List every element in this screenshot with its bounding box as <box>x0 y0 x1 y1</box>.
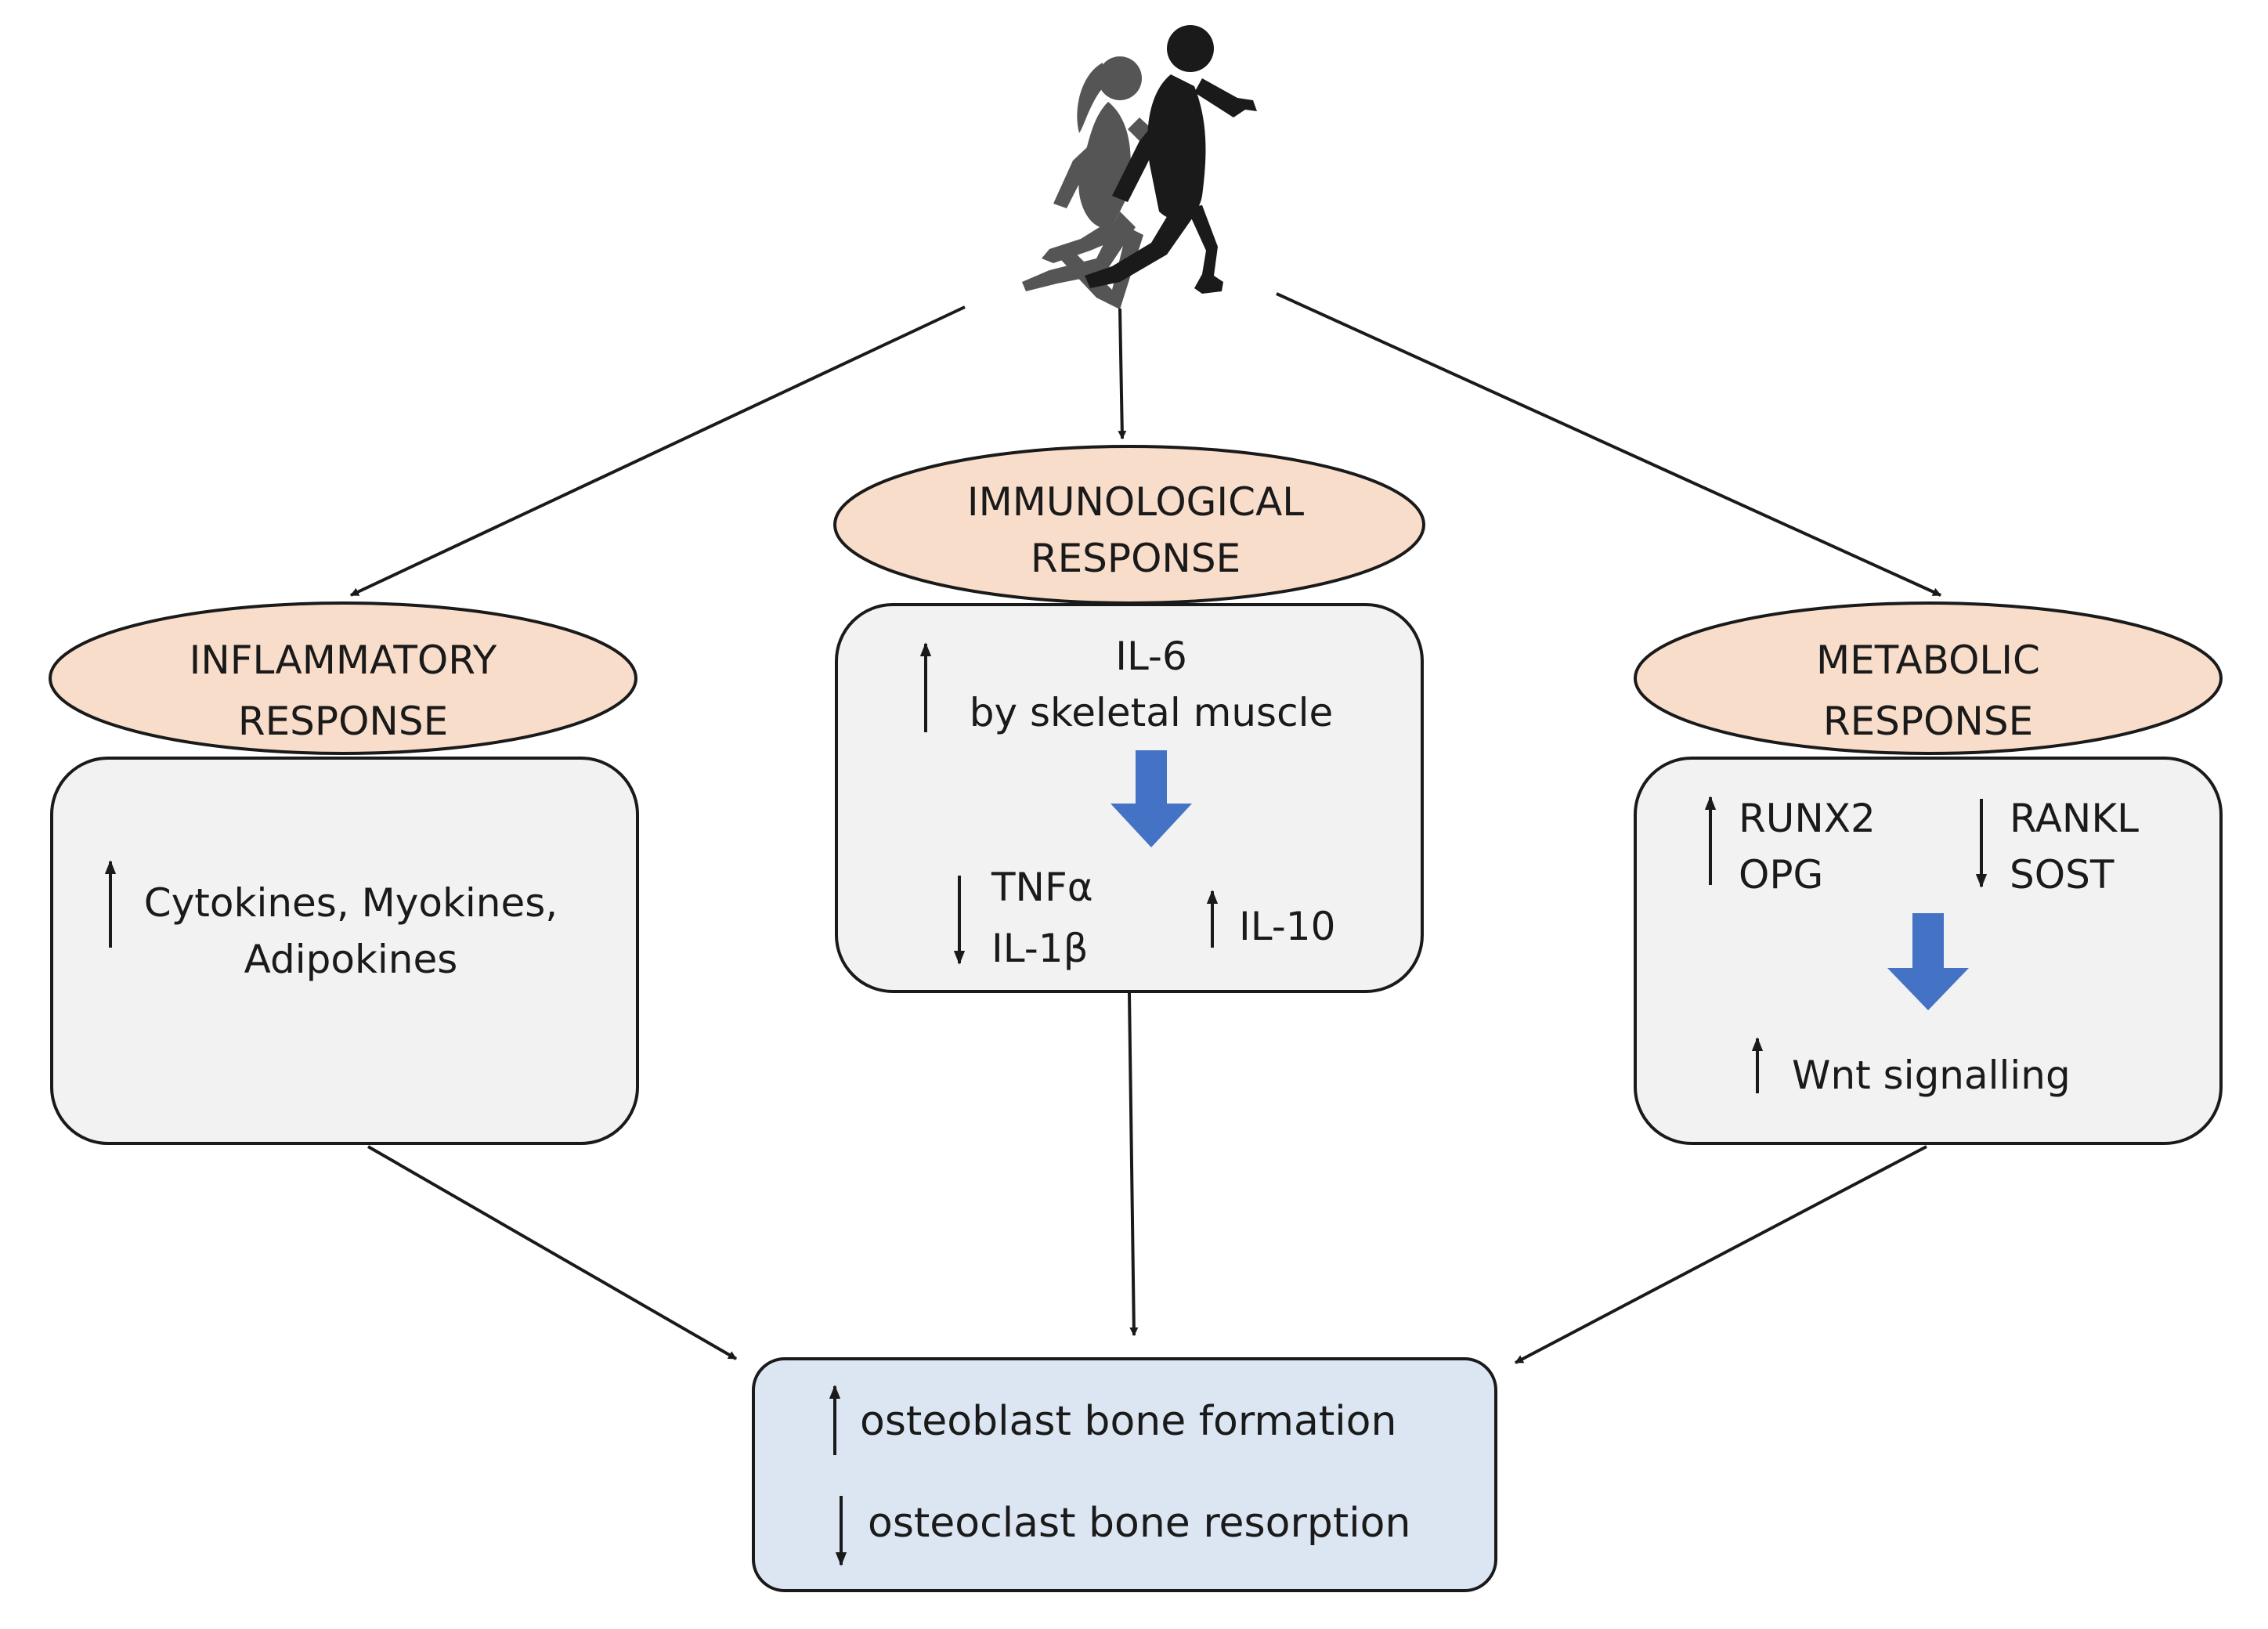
runners-icon <box>1022 25 1257 309</box>
metabolic-title-line2: RESPONSE <box>1823 699 2033 744</box>
metabolic-up-line1: RUNX2 <box>1739 796 1876 841</box>
metabolic-result: Wnt signalling <box>1792 1053 2071 1098</box>
immunological-title-line1: IMMUNOLOGICAL <box>967 479 1304 525</box>
metabolic-up-line2: OPG <box>1739 852 1823 898</box>
inflammatory-box <box>50 757 639 1145</box>
metabolic-header <box>1634 601 2223 755</box>
inflammatory-item-line2: Adipokines <box>244 937 458 982</box>
immunological-down-line2: IL-1β <box>991 926 1089 971</box>
immunological-header <box>833 445 1425 605</box>
immunological-up-item: IL-10 <box>1239 904 1335 949</box>
metabolic-down-line2: SOST <box>2010 852 2115 898</box>
metabolic-title-line1: METABOLIC <box>1816 638 2040 683</box>
arrow-to-inflammatory <box>350 305 966 597</box>
immunological-down-line1: TNFα <box>991 865 1093 910</box>
outcome-line1: osteoblast bone formation <box>860 1398 1396 1445</box>
metabolic-down-line1: RANKL <box>2010 796 2139 841</box>
immunological-il6-line2: by skeletal muscle <box>970 690 1333 735</box>
inflammatory-title-line2: RESPONSE <box>238 699 448 744</box>
block-arrow-down-icon <box>1887 913 1969 1010</box>
arrow-metabolic-to-outcome <box>1515 1145 1927 1364</box>
inflammatory-header <box>49 601 637 755</box>
arrow-to-metabolic <box>1276 292 1942 597</box>
outcome-line2: osteoclast bone resorption <box>868 1500 1410 1547</box>
inflammatory-item-line1: Cytokines, Myokines, <box>144 880 558 926</box>
arrow-immunological-to-outcome <box>1128 992 1139 1337</box>
arrow-to-immunological <box>1118 308 1127 440</box>
immunological-il6-line1: IL-6 <box>1115 634 1187 679</box>
immunological-title-line2: RESPONSE <box>1031 536 1241 581</box>
outcome-box <box>752 1357 1497 1592</box>
inflammatory-title-line1: INFLAMMATORY <box>190 638 497 683</box>
arrow-inflammatory-to-outcome <box>367 1145 737 1360</box>
block-arrow-down-icon <box>1111 750 1192 847</box>
